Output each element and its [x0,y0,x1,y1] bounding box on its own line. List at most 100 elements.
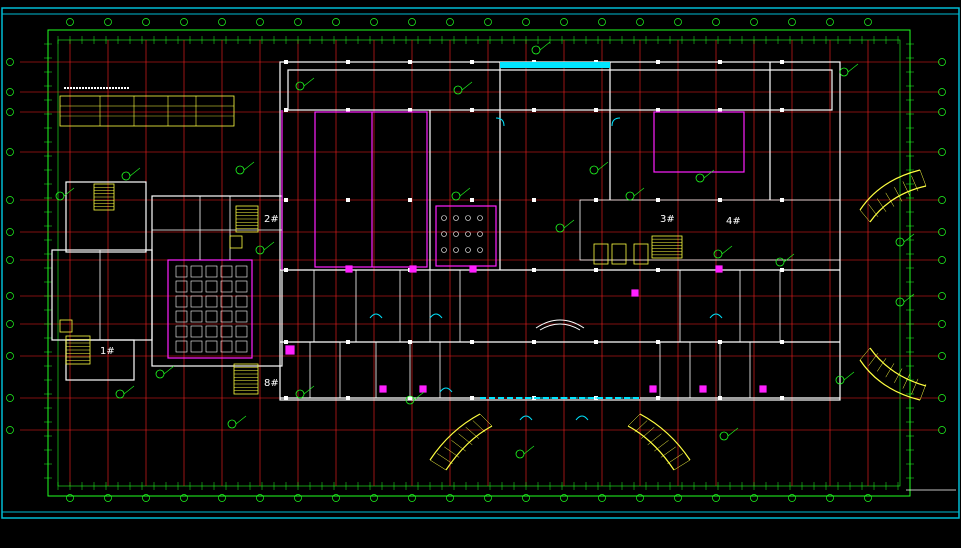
column [656,108,660,112]
axis-bubble-top [788,18,796,26]
seat [205,295,218,308]
toilet-fixtures [441,215,483,253]
column [532,340,536,344]
seat [205,280,218,293]
axis-bubble-top [142,18,150,26]
bay-frame [919,383,927,401]
index-leader [847,63,859,73]
index-leader [303,385,315,395]
axis-bubble-bottom [142,494,150,502]
bay-frame [465,426,480,439]
axis-bubble-top [294,18,302,26]
index-tag [235,165,245,175]
bay-frame [894,368,903,383]
index-leader [783,253,795,263]
stair-label-8: 8# [264,378,279,389]
column [284,396,288,400]
toilet-fixture [465,215,471,221]
index-leader [303,77,315,87]
column [532,268,536,272]
index-tags [55,41,915,459]
seat [235,310,248,323]
doors-and-windows [369,62,723,421]
column [532,108,536,112]
axis-bubble-left [6,148,14,156]
bay-frame [429,459,447,471]
axis-grid-vertical [69,40,869,486]
axis-bubble-right [938,256,946,264]
structural-columns [284,60,784,400]
index-tag [227,419,237,429]
seat [205,340,218,353]
toilet-fixture [453,247,459,253]
axis-bubble-bottom [180,494,188,502]
toilet-fixture [465,247,471,253]
index-leader [461,81,473,91]
bay-frame [458,433,473,446]
index-leader [903,293,915,303]
axis-bubble-top [256,18,264,26]
axis-grid-horizontal [20,61,940,431]
index-leader [727,427,739,437]
bay-frame [911,378,919,395]
column [470,198,474,202]
index-leader [459,187,471,197]
column [346,108,350,112]
axis-bubble-bottom [750,494,758,502]
stair-label-4: 4# [726,216,741,227]
index-leader [563,219,575,229]
axis-bubble-bottom [826,494,834,502]
column [284,340,288,344]
bay-frame [634,420,648,433]
bay-frame [479,413,493,427]
axis-bubble-bottom [218,494,226,502]
seat [220,310,233,323]
bay-frame [902,373,911,389]
axis-bubble-right [938,196,946,204]
seat [175,310,188,323]
seat [235,295,248,308]
column [346,396,350,400]
seat [190,340,203,353]
bay-frame [451,440,466,452]
axis-bubble-top [674,18,682,26]
axis-bubble-top [522,18,530,26]
axis-bubble-right [938,58,946,66]
bay-frame [911,175,919,192]
index-leader [243,161,255,171]
bay-frame [667,453,683,464]
axis-bubble-right [938,352,946,360]
axis-bubble-left [6,394,14,402]
stairs-and-lifts [59,183,683,395]
column [346,340,350,344]
axis-bubble-bottom [598,494,606,502]
axis-bubble-bottom [522,494,530,502]
axis-bubble-top [332,18,340,26]
axis-bubble-left [6,58,14,66]
column [780,60,784,64]
index-tag [719,431,729,441]
index-leader [123,385,135,395]
column [346,60,350,64]
seat [175,280,188,293]
seat [190,265,203,278]
column [780,108,784,112]
axis-bubble-right [938,228,946,236]
seat [235,280,248,293]
index-leader [721,245,733,255]
bay-frame [919,169,927,187]
axis-bubble-left [6,352,14,360]
axis-bubble-top [484,18,492,26]
toilet-fixture [477,247,483,253]
column [780,198,784,202]
axis-bubble-right [938,320,946,328]
axis-bubble-top [560,18,568,26]
index-tag [453,85,463,95]
axis-bubble-right [938,108,946,116]
axis-bubble-bottom [332,494,340,502]
column [470,340,474,344]
axis-bubble-left [6,228,14,236]
toilet-fixture [465,231,471,237]
axis-bubble-top [446,18,454,26]
